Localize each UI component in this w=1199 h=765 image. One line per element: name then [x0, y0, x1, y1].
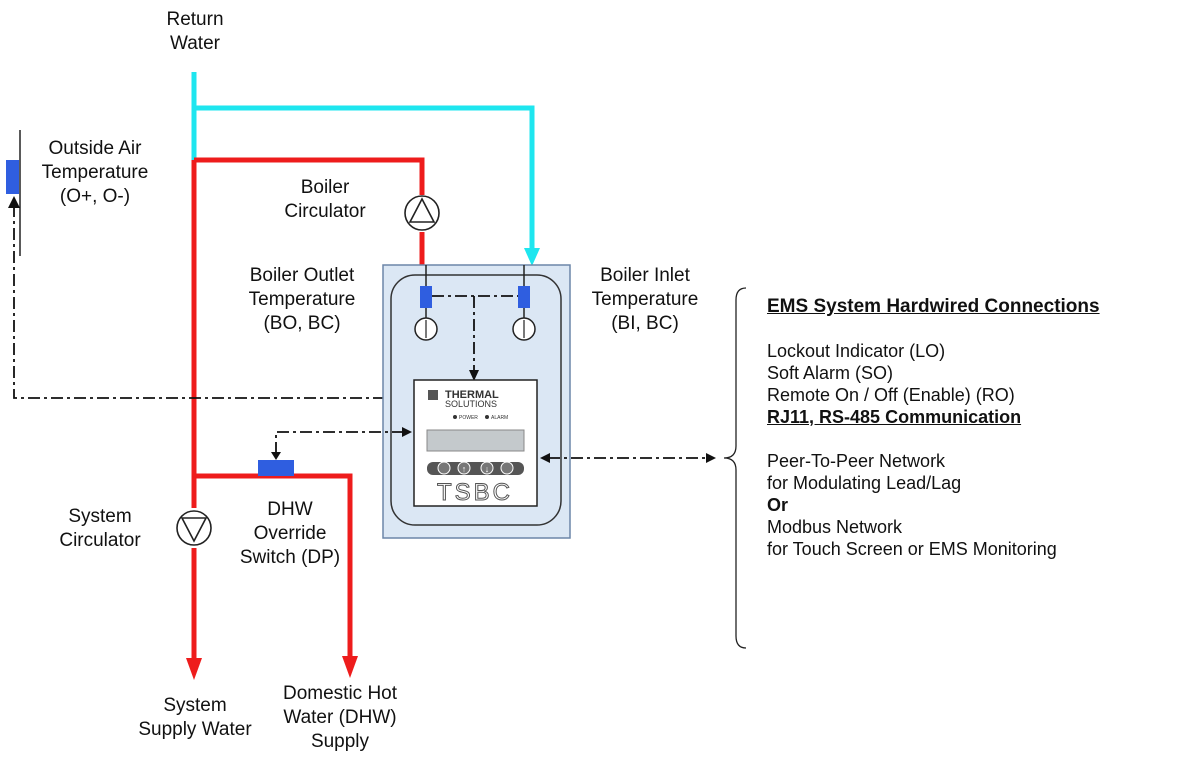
- brand-line1: THERMAL: [445, 389, 499, 401]
- alarm-label: ALARM: [491, 415, 508, 421]
- svg-text:↑: ↑: [462, 464, 467, 474]
- ems-brace: [723, 287, 747, 649]
- ems-connections-block: EMS System Hardwired Connections Lockout…: [767, 296, 1100, 560]
- boiler-outlet-sensor-icon: [420, 286, 432, 308]
- ems-network-line1: Peer-To-Peer Network: [767, 451, 946, 471]
- brand-line2: SOLUTIONS: [445, 399, 497, 409]
- boiler-circulator-pump-icon: [404, 195, 440, 231]
- dhw-override-switch-icon: [258, 460, 294, 476]
- ems-or: Or: [767, 495, 789, 515]
- ems-comm-heading: RJ11, RS-485 Communication: [767, 407, 1022, 427]
- power-label: POWER: [459, 415, 478, 421]
- ems-item-soft-alarm: Soft Alarm (SO): [767, 363, 894, 383]
- ems-modbus-line2: for Touch Screen or EMS Monitoring: [767, 539, 1057, 559]
- return-water-pipe: [191, 72, 540, 266]
- svg-text:↓: ↓: [485, 464, 490, 474]
- model-label: TSBC: [437, 479, 513, 506]
- outside-air-sensor-icon: [6, 130, 21, 256]
- system-supply-arrow: [186, 658, 202, 680]
- ems-heading: EMS System Hardwired Connections: [767, 296, 1100, 317]
- boiler-inlet-sensor-icon: [518, 286, 530, 308]
- ems-item-remote: Remote On / Off (Enable) (RO): [767, 385, 1015, 405]
- controller-display-unit: THERMAL SOLUTIONS POWER ALARM ↑ ↓ TSBC: [413, 379, 538, 507]
- system-circulator-pump-icon: [176, 510, 212, 546]
- supply-pipe: [186, 157, 425, 680]
- ems-item-lockout: Lockout Indicator (LO): [767, 341, 946, 361]
- lcd-screen: [426, 429, 525, 452]
- outside-air-signal-line: [13, 205, 404, 399]
- dhw-signal-line: [275, 431, 404, 454]
- return-flow-arrow: [524, 248, 540, 266]
- dhw-supply-arrow: [342, 656, 358, 678]
- ems-modbus-line1: Modbus Network: [767, 517, 903, 537]
- ems-network-line2: for Modulating Lead/Lag: [767, 473, 962, 493]
